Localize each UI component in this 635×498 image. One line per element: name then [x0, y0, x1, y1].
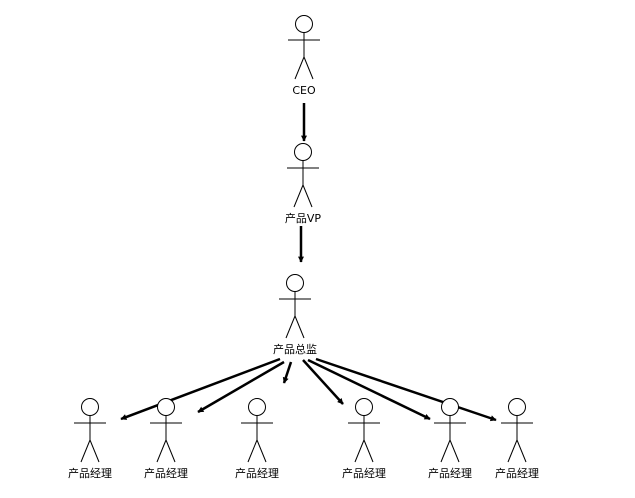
arrow-director-to-pm3 — [282, 361, 293, 384]
actor-left-leg — [293, 184, 304, 208]
arrow-director-to-pm4 — [302, 359, 344, 405]
actor-ceo — [288, 15, 320, 80]
actor-label-pm-5: 产品经理 — [428, 466, 472, 480]
actor-pm-4 — [348, 398, 380, 463]
actor-label-pm-1: 产品经理 — [68, 466, 112, 480]
actor-right-leg — [449, 439, 460, 463]
arrow-director-to-pm5 — [307, 358, 431, 421]
actor-label-pm-6: 产品经理 — [495, 466, 539, 480]
actor-head — [286, 274, 304, 292]
actor-head — [295, 15, 313, 33]
actor-pm-2 — [150, 398, 182, 463]
actor-pm-6 — [501, 398, 533, 463]
actor-label-pm-2: 产品经理 — [144, 466, 188, 480]
actor-label-ceo: CEO — [292, 84, 316, 97]
labels: CEO 产品VP 产品总监 产品经理 产品经理 产品经理 产品经理 产品经理 产… — [68, 84, 539, 480]
actor-right-leg — [516, 439, 527, 463]
actor-label-vp: 产品VP — [285, 211, 322, 225]
actor-right-leg — [165, 439, 176, 463]
actor-head — [81, 398, 99, 416]
arrow-director-to-pm2 — [197, 360, 285, 414]
actor-left-leg — [507, 439, 518, 463]
actor-left-leg — [285, 315, 296, 339]
actor-right-leg — [294, 315, 305, 339]
arrow-director-to-pm6 — [315, 357, 497, 422]
actor-right-leg — [363, 439, 374, 463]
actor-label-pm-4: 产品经理 — [342, 466, 386, 480]
actors — [74, 15, 533, 463]
actor-head — [157, 398, 175, 416]
actor-left-leg — [156, 439, 167, 463]
actor-vp — [287, 143, 319, 208]
actor-label-pm-3: 产品经理 — [235, 466, 279, 480]
actor-head — [248, 398, 266, 416]
actor-pm-5 — [434, 398, 466, 463]
actor-head — [294, 143, 312, 161]
actor-right-leg — [256, 439, 267, 463]
arrows — [120, 103, 497, 422]
actor-left-leg — [294, 56, 305, 80]
actor-pm-3 — [241, 398, 273, 463]
actor-right-leg — [89, 439, 100, 463]
actor-left-leg — [354, 439, 365, 463]
actor-left-leg — [440, 439, 451, 463]
actor-label-director: 产品总监 — [273, 342, 317, 356]
actor-head — [355, 398, 373, 416]
actor-left-leg — [247, 439, 258, 463]
actor-director — [279, 274, 311, 339]
actor-head — [441, 398, 459, 416]
actor-pm-1 — [74, 398, 106, 463]
actor-right-leg — [302, 184, 313, 208]
actor-head — [508, 398, 526, 416]
actor-right-leg — [303, 56, 314, 80]
arrow-director-to-pm1 — [120, 357, 281, 421]
actor-left-leg — [80, 439, 91, 463]
